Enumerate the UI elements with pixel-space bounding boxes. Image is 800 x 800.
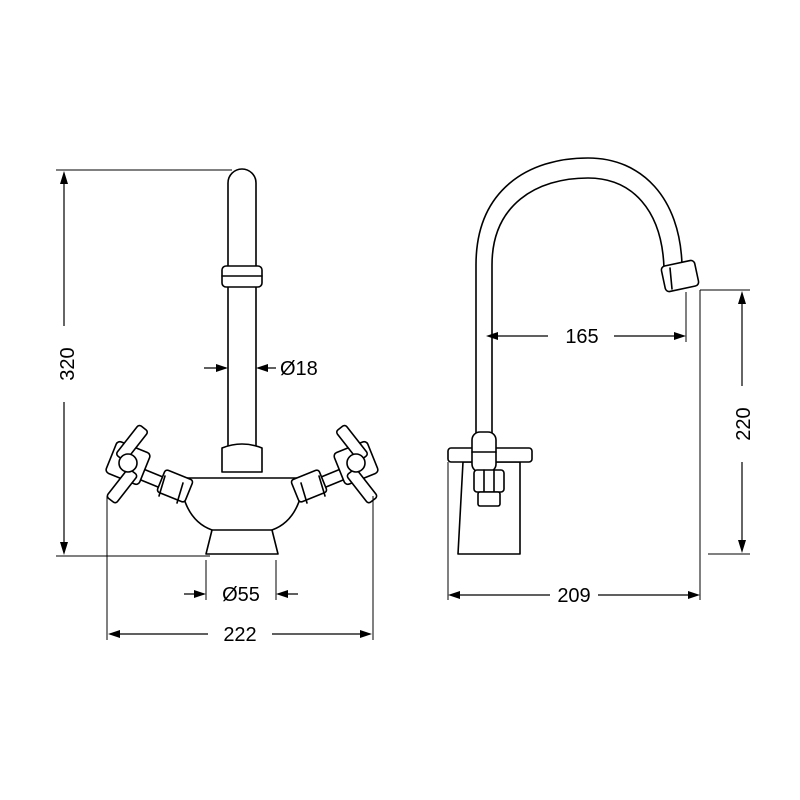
side-view (447, 157, 700, 555)
front-left-handle (105, 424, 194, 504)
dim-reach-165: 165 (486, 292, 687, 348)
dim-stem-label: Ø18 (280, 358, 318, 380)
dim-depth-209: 209 (447, 290, 701, 607)
front-stem (227, 168, 257, 449)
dim-base-diameter: Ø55 (184, 560, 298, 606)
side-spout-nozzle (660, 259, 700, 293)
dim-height-label: 320 (57, 347, 79, 380)
dim-base-label: Ø55 (222, 584, 260, 606)
dim-width-222: 222 (106, 496, 374, 646)
side-spout-outer (475, 157, 683, 441)
dim-spout-height-220: 220 (700, 289, 755, 555)
front-body (179, 477, 305, 555)
dim-stem-diameter: Ø18 (204, 358, 318, 380)
dim-height-320: 320 (52, 169, 232, 557)
dim-depth-label: 209 (557, 585, 590, 607)
dim-reach-label: 165 (565, 326, 598, 348)
dim-spout-height-label: 220 (733, 407, 755, 440)
side-valve (473, 469, 505, 493)
front-body-neck (221, 443, 263, 473)
front-right-handle (290, 424, 379, 504)
front-view (105, 168, 379, 555)
side-spout-inner (491, 177, 665, 441)
dim-width-label: 222 (223, 624, 256, 646)
